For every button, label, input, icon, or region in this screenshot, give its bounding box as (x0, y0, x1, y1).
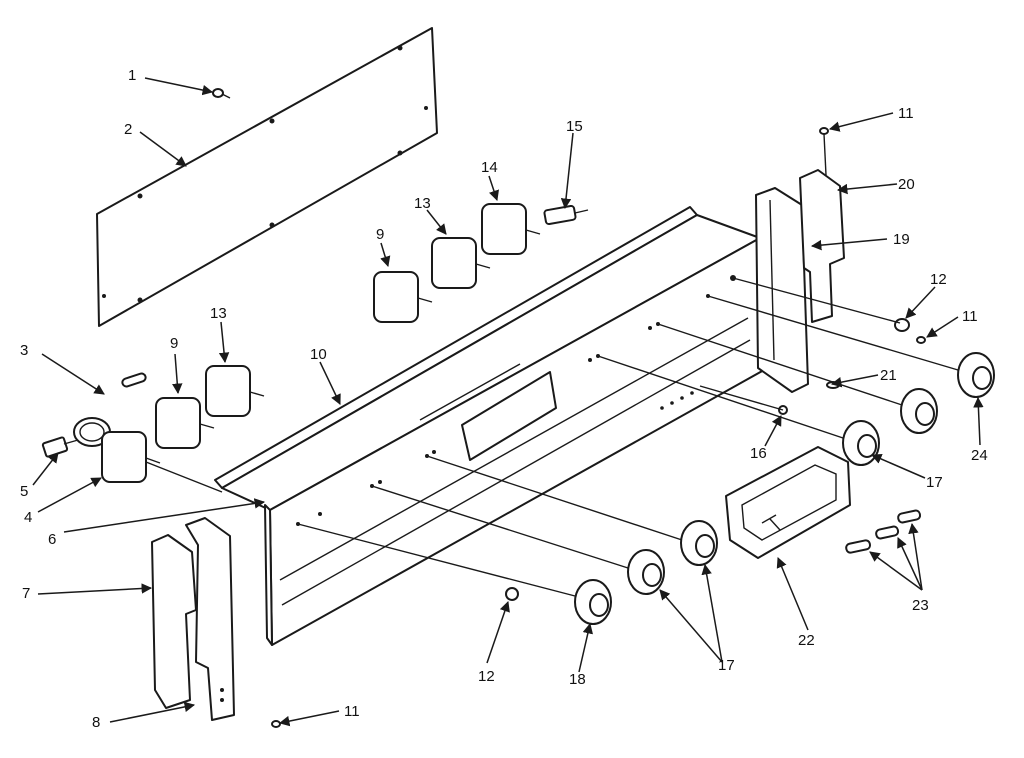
callout-10: 10 (310, 346, 327, 363)
callout-3: 3 (20, 342, 28, 359)
callout-13-rear: 13 (414, 195, 431, 212)
callout-20: 20 (898, 176, 915, 193)
callout-13-front: 13 (210, 305, 227, 322)
callout-18: 18 (569, 671, 586, 688)
callout-19: 19 (893, 231, 910, 248)
callout-17-right: 17 (926, 474, 943, 491)
switch-9-rear (373, 271, 433, 323)
knob-17-c (842, 420, 880, 466)
switch-9-front (155, 397, 215, 449)
callout-11-right: 11 (962, 308, 978, 325)
callout-14: 14 (481, 159, 498, 176)
callout-12-right: 12 (930, 271, 947, 288)
leader-lines (32, 77, 984, 727)
panel-screw (212, 88, 231, 99)
callout-9-front: 9 (170, 335, 178, 352)
callout-2: 2 (124, 121, 132, 138)
knob-17-b (680, 520, 718, 566)
callout-21: 21 (880, 367, 897, 384)
callout-23: 23 (912, 597, 929, 614)
knob-24 (957, 352, 995, 398)
knob-17-d (900, 388, 938, 434)
knob-17-a (627, 549, 665, 595)
assembly-lines (145, 133, 959, 597)
callout-7: 7 (22, 585, 30, 602)
switch-4 (101, 431, 161, 483)
clock-pins (845, 509, 922, 554)
callout-11-bottom: 11 (344, 703, 360, 720)
callout-24: 24 (971, 447, 988, 464)
callout-8: 8 (92, 714, 100, 731)
callout-17-bottom: 17 (718, 657, 735, 674)
clock-bezel (725, 446, 851, 559)
left-end-cap (151, 534, 197, 709)
right-end-cap (755, 187, 809, 393)
ring-clamp (73, 417, 111, 447)
callout-5: 5 (20, 483, 28, 500)
callout-1: 1 (128, 67, 136, 84)
callout-22: 22 (798, 632, 815, 649)
callout-6: 6 (48, 531, 56, 548)
left-pin (121, 372, 147, 388)
left-side-trim (185, 517, 235, 721)
switch-14 (481, 203, 541, 255)
control-panel (214, 206, 765, 646)
indicator-switch (543, 204, 589, 226)
knob-18 (574, 579, 612, 625)
rear-panel (96, 27, 438, 327)
callout-16: 16 (750, 445, 767, 462)
callout-4: 4 (24, 509, 32, 526)
switch-13-front (205, 365, 265, 417)
right-side-trim (799, 169, 845, 323)
callout-labels: 1 2 3 5 4 6 7 8 9 9 10 11 11 11 12 12 13… (20, 67, 988, 731)
callout-9-rear: 9 (376, 226, 384, 243)
callout-12-bottom: 12 (478, 668, 495, 685)
terminal-switch (41, 436, 79, 458)
callout-11-top: 11 (898, 105, 914, 122)
switch-13-rear (431, 237, 491, 289)
callout-15: 15 (566, 118, 583, 135)
